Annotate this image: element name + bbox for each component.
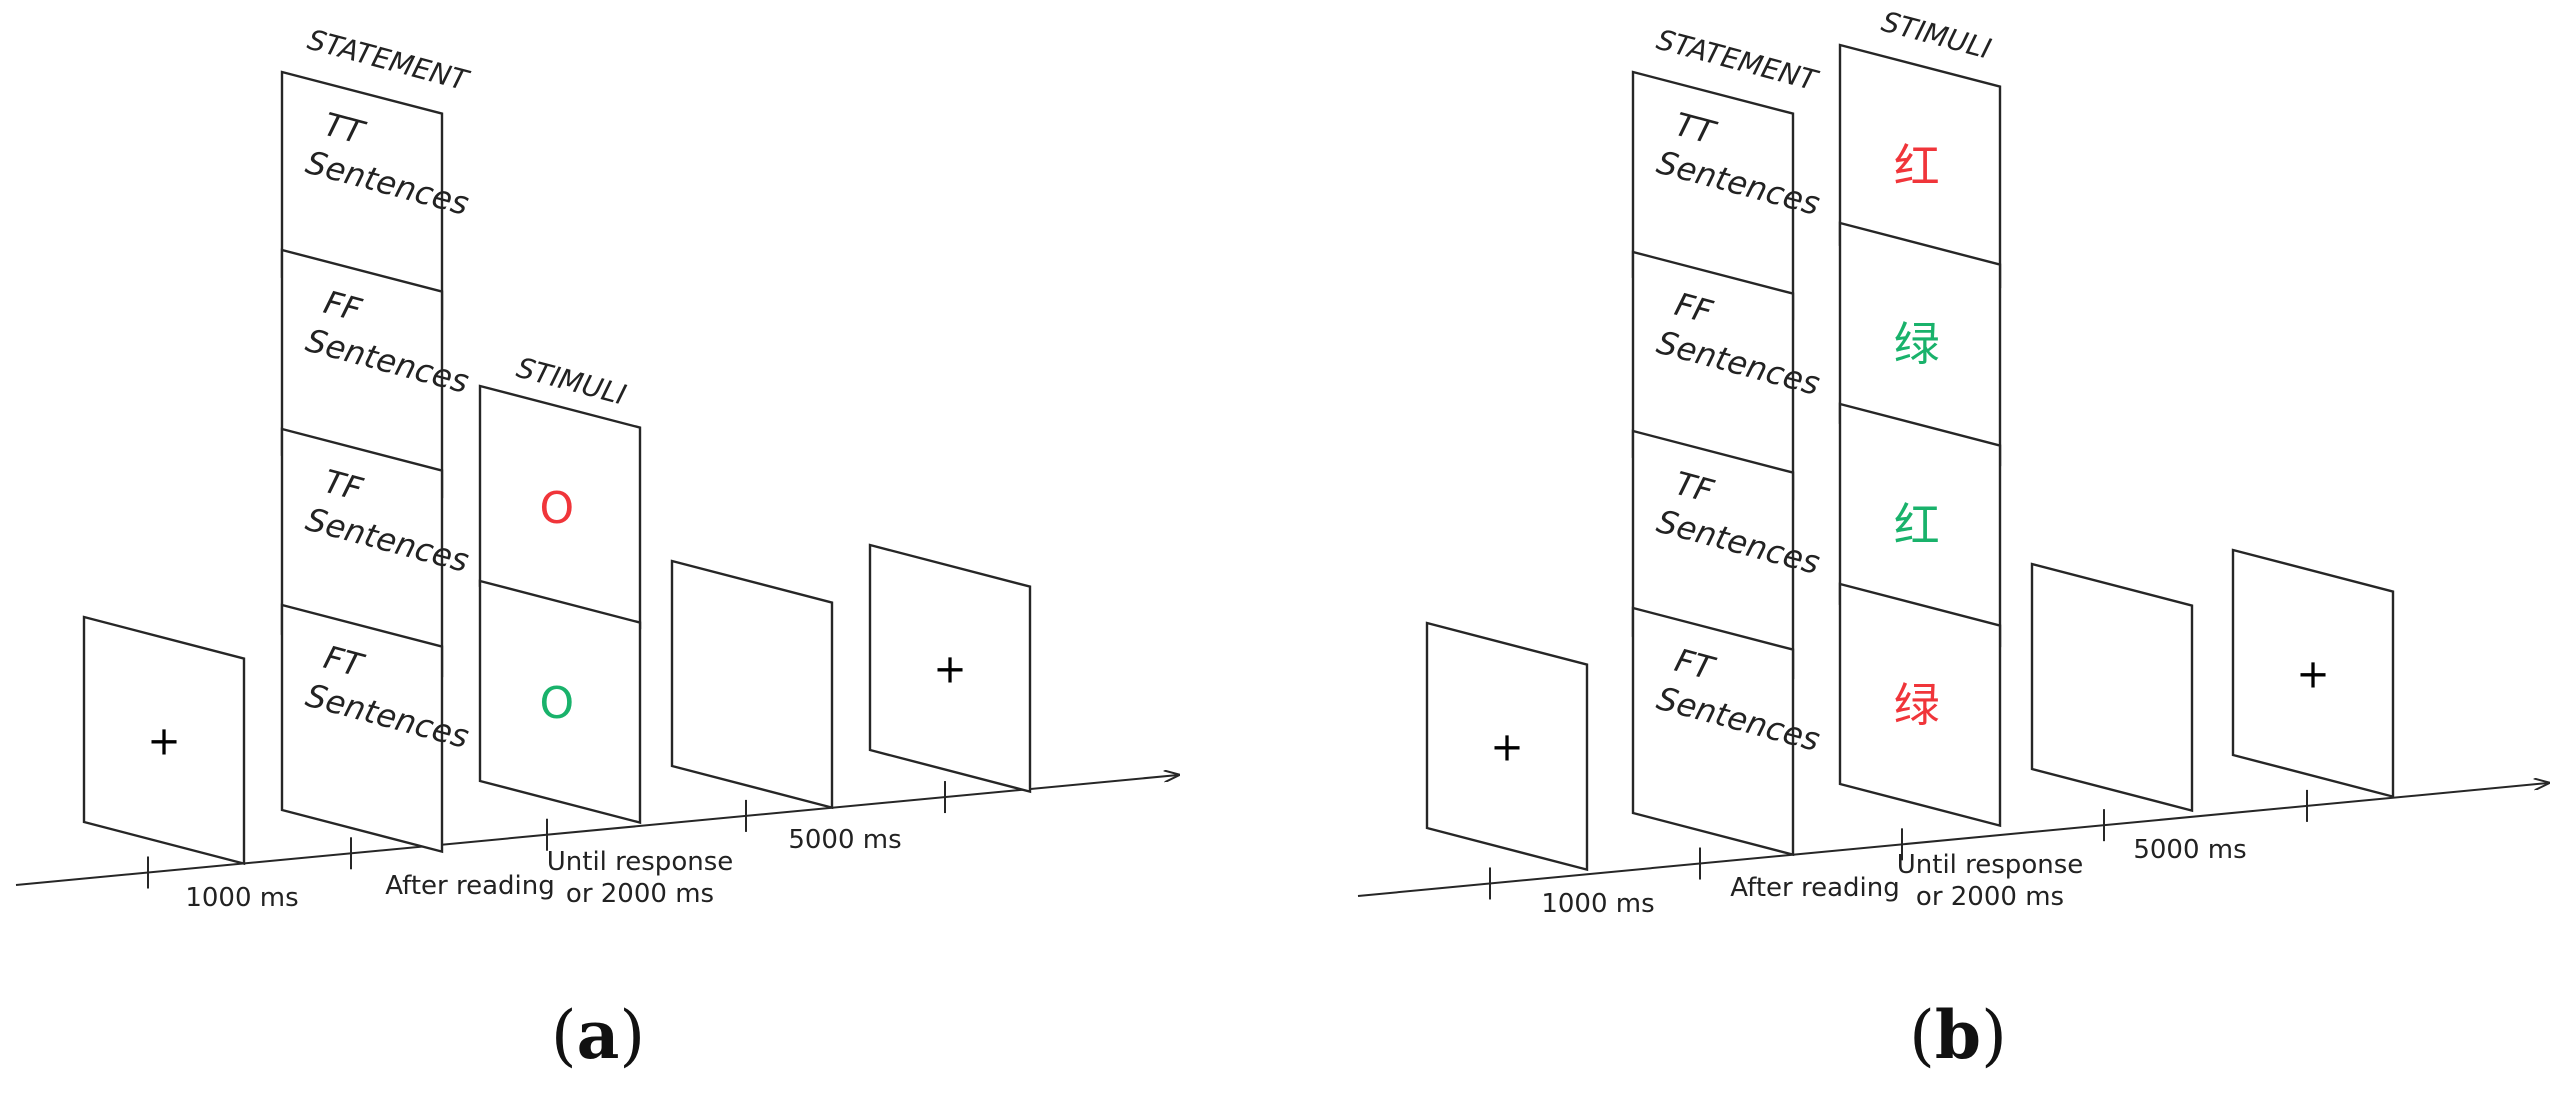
interval-duration-line: Until response <box>547 847 734 877</box>
interval-duration-label: After reading <box>385 871 554 901</box>
interval-duration-line: 1000 ms <box>1541 889 1654 919</box>
caption-paren-close: ) <box>1981 997 2007 1074</box>
stimulus-card: O <box>478 579 642 825</box>
statement-card-frame <box>1631 606 1795 857</box>
fixation-cross: + <box>1490 724 1524 770</box>
interval-duration-label: 1000 ms <box>185 883 298 913</box>
stimulus-glyph: 绿 <box>1894 678 1940 732</box>
interval-duration-line: After reading <box>1730 873 1899 903</box>
fixation-screen-start <box>82 615 246 866</box>
interval-duration-line: After reading <box>385 871 554 901</box>
stimulus-card-frame <box>478 579 642 825</box>
stimulus-glyph: 绿 <box>1894 317 1940 371</box>
caption-paren-close: ) <box>619 997 645 1074</box>
fixation-cross: + <box>933 646 967 692</box>
stimulus-card-frame <box>1838 582 2002 828</box>
stimulus-glyph: O <box>539 483 574 534</box>
timeline-axis <box>1357 783 2548 897</box>
blank-screen <box>670 559 834 810</box>
stimulus-glyph: 红 <box>1894 139 1940 193</box>
fixation-cross: + <box>2296 651 2330 697</box>
interval-duration-label: 5000 ms <box>788 825 901 855</box>
caption-letter: a <box>577 996 620 1074</box>
stimulus-glyph: 红 <box>1894 498 1940 552</box>
fixation-screen-end <box>868 543 1032 794</box>
stimulus-card: 红 <box>1838 402 2002 648</box>
interval-duration-line: or 2000 ms <box>566 879 714 909</box>
interval-duration-line: 5000 ms <box>788 825 901 855</box>
caption-paren-open: ( <box>551 997 577 1074</box>
interval-duration-line: 5000 ms <box>2133 835 2246 865</box>
interval-duration-label: 5000 ms <box>2133 835 2246 865</box>
fixation-cross: + <box>147 718 181 764</box>
fixation-screen-start <box>1425 621 1589 872</box>
interval-duration-line: or 2000 ms <box>1916 882 2064 912</box>
panel-caption: (a) <box>551 996 645 1074</box>
statement-card-frame <box>280 603 444 854</box>
timeline-axis <box>15 775 1178 886</box>
caption-letter: b <box>1935 996 1981 1074</box>
interval-duration-line: Until response <box>1897 850 2084 880</box>
fixation-screen-end <box>2231 548 2395 799</box>
stimuli-header: STIMULI <box>1878 5 1994 66</box>
interval-duration-label: 1000 ms <box>1541 889 1654 919</box>
stimulus-card: O <box>478 384 642 630</box>
stimulus-glyph: O <box>539 678 574 729</box>
interval-duration-line: 1000 ms <box>185 883 298 913</box>
interval-duration-label: After reading <box>1730 873 1899 903</box>
stimulus-card: 绿 <box>1838 582 2002 828</box>
caption-paren-open: ( <box>1909 997 1935 1074</box>
panel-caption: (b) <box>1909 996 2007 1074</box>
blank-screen <box>2030 562 2194 813</box>
